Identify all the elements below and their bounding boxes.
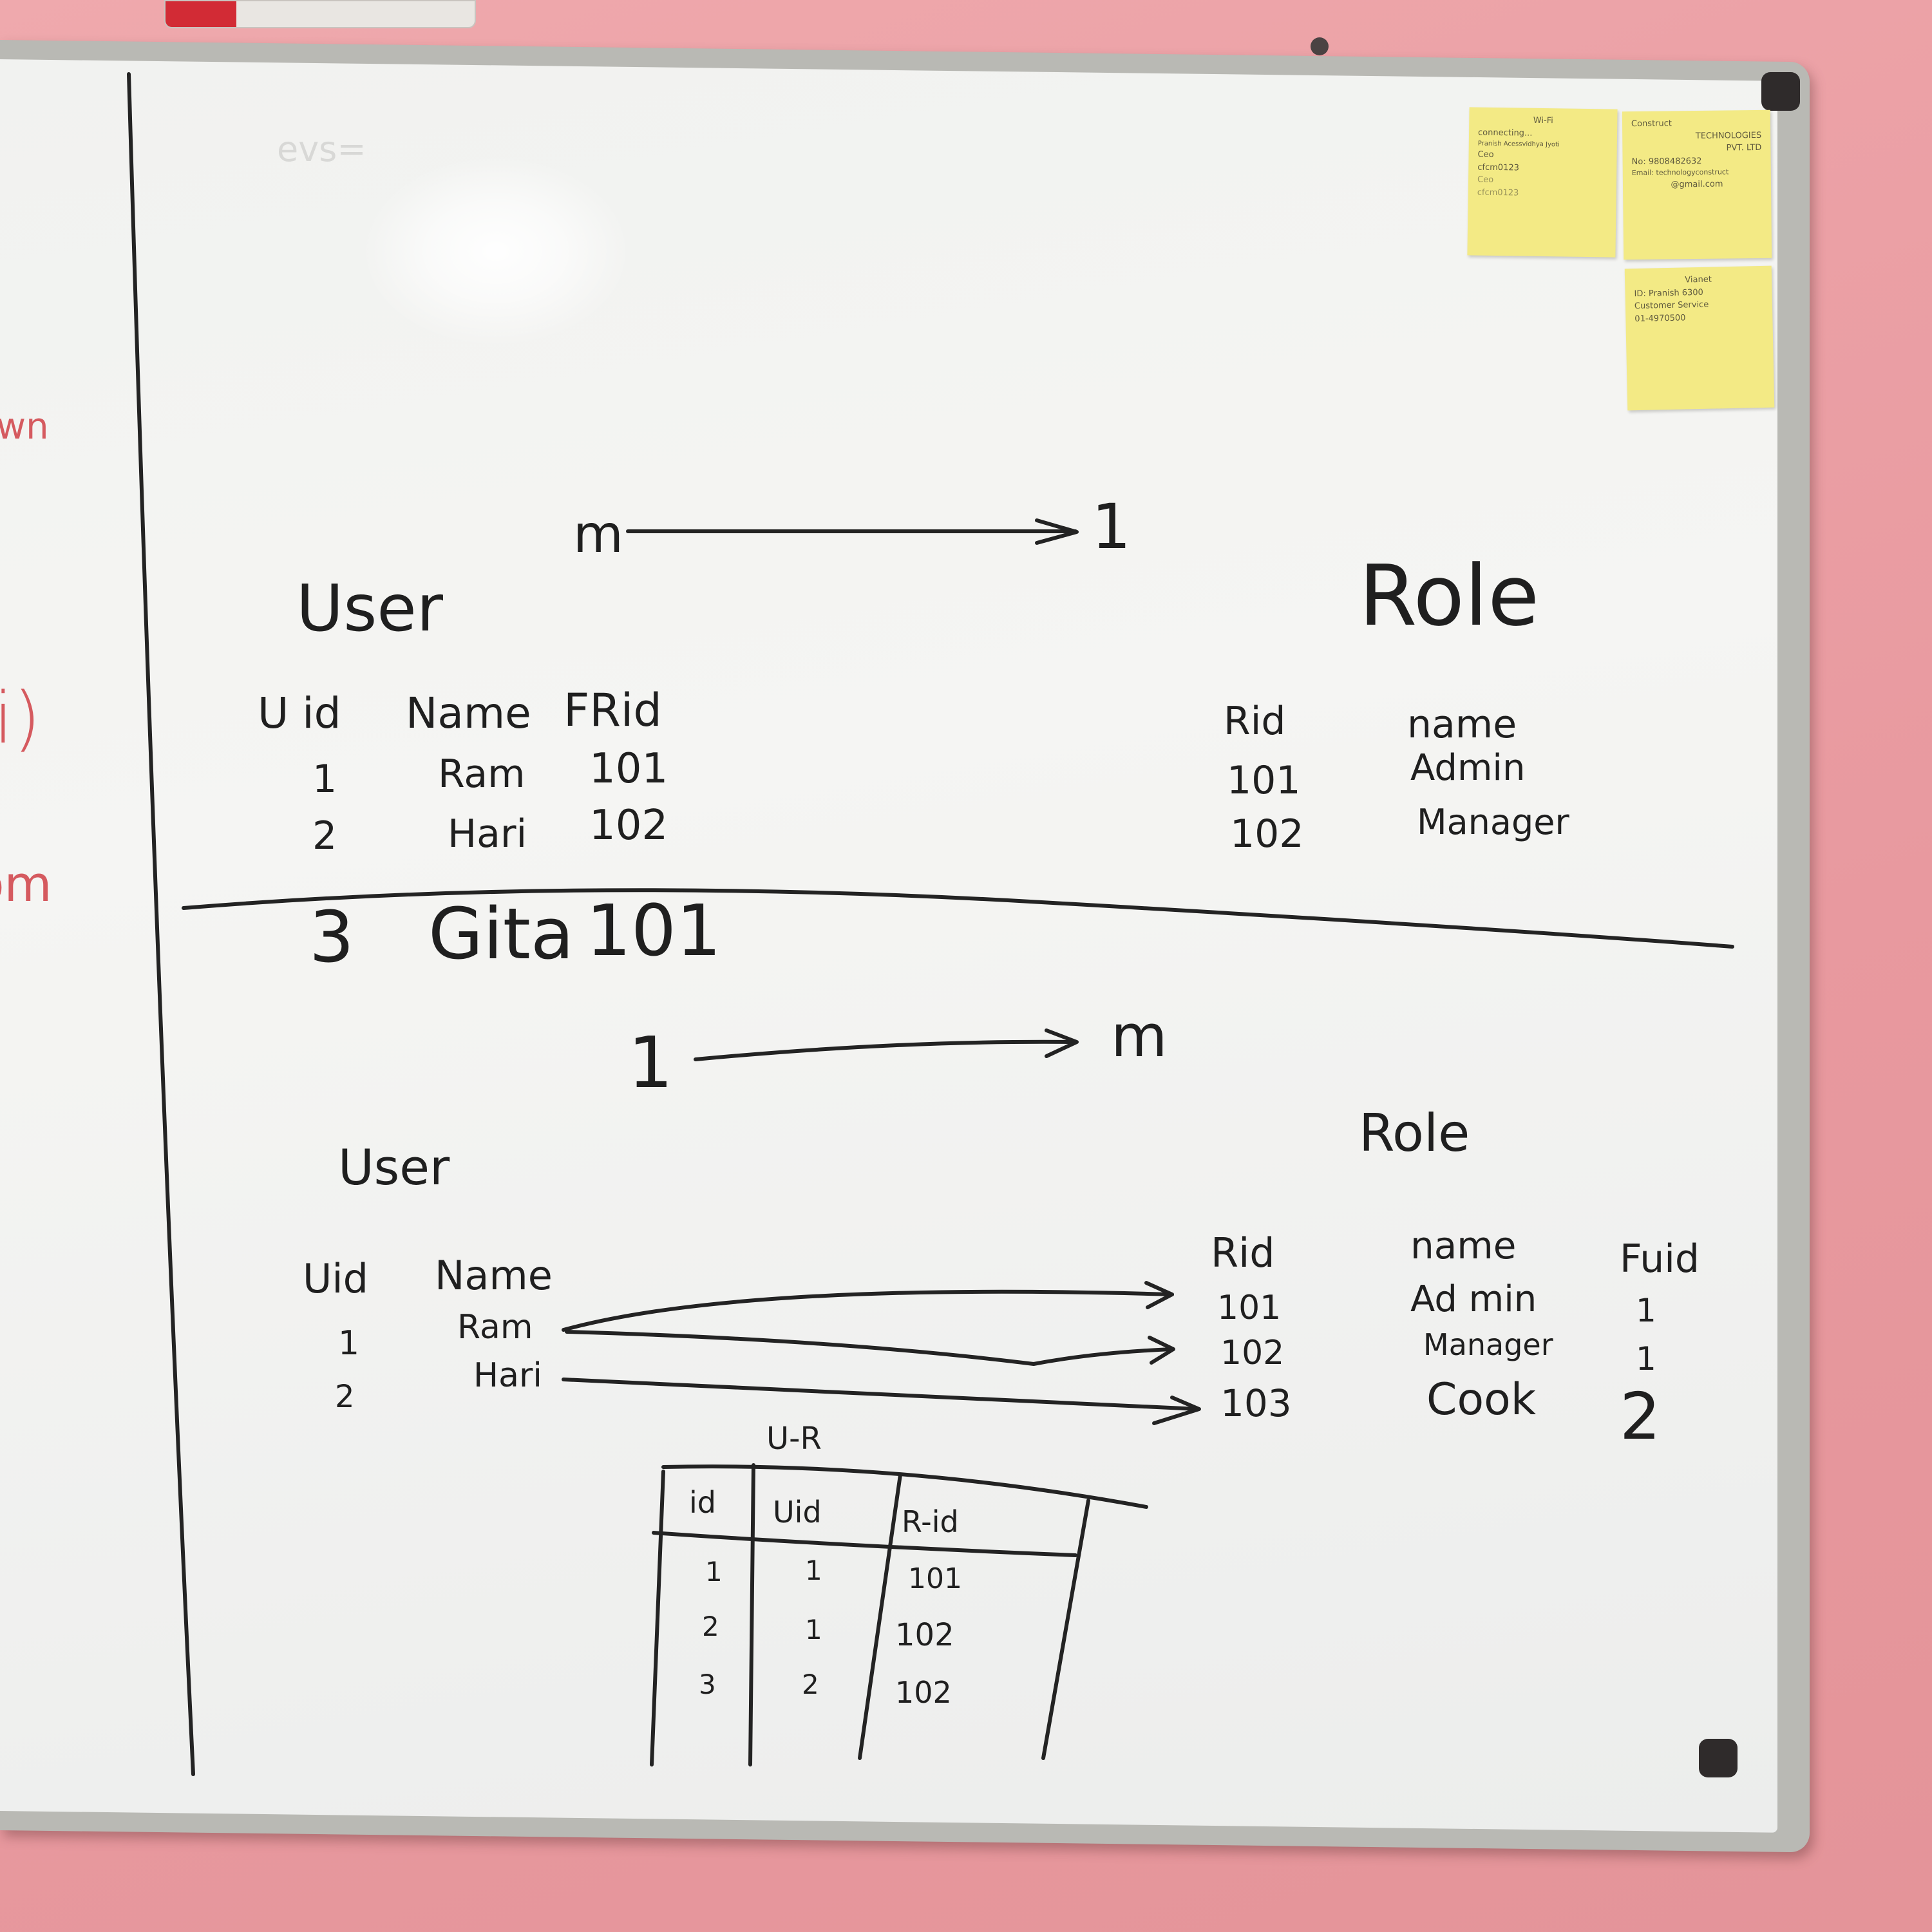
- bottom-user-cell: Ram: [457, 1308, 533, 1347]
- map-arrowhead: [1152, 1396, 1201, 1425]
- top-user-cell: Hari: [448, 811, 527, 857]
- junction-cell: 2: [802, 1669, 819, 1700]
- bottom-role-cell: Cook: [1426, 1374, 1537, 1425]
- top-role-title: Role: [1359, 547, 1540, 645]
- frame-corner-bottom-right: [1699, 1739, 1738, 1777]
- junction-cell: 1: [805, 1614, 822, 1645]
- top-user-cell: Gita: [428, 893, 574, 975]
- junction-cell: 2: [702, 1611, 719, 1642]
- bottom-user-cell: 1: [338, 1324, 360, 1363]
- top-user-cell: 3: [309, 896, 354, 978]
- junction-col-line: [748, 1463, 755, 1766]
- top-role-header: Rid: [1224, 699, 1286, 744]
- top-role-cell: 101: [1227, 758, 1301, 803]
- top-user-header: FRid: [564, 684, 662, 737]
- top-cardinality-many: m: [573, 504, 623, 564]
- bottom-role-cell: Manager: [1423, 1327, 1553, 1362]
- bottom-role-cell: 102: [1220, 1334, 1285, 1372]
- top-role-header: name: [1407, 702, 1517, 747]
- bottom-role-header: name: [1410, 1224, 1517, 1267]
- map-arrowhead: [1148, 1336, 1175, 1365]
- top-cardinality-one: 1: [1092, 491, 1132, 563]
- top-user-header: U id: [258, 688, 341, 738]
- whiteboard-marker: [164, 0, 476, 28]
- bottom-role-header: Fuid: [1620, 1236, 1700, 1282]
- bottom-user-cell: 2: [335, 1379, 355, 1415]
- top-role-cell: Admin: [1410, 747, 1526, 789]
- bottom-user-title: User: [338, 1139, 450, 1196]
- junction-top-line: [661, 1464, 1148, 1509]
- junction-cell: 1: [705, 1556, 723, 1587]
- top-user-header: Name: [406, 688, 531, 738]
- junction-header-line: [652, 1531, 1077, 1557]
- top-user-cell: 2: [312, 813, 337, 858]
- red-fragment-om: om: [0, 855, 52, 913]
- map-arrow-hari-103: [562, 1378, 1200, 1411]
- junction-cell: 102: [895, 1675, 952, 1710]
- top-user-cell: 101: [589, 745, 668, 793]
- top-user-title: User: [296, 571, 443, 646]
- marker-cap: [166, 1, 236, 27]
- faded-erased-text: evs=: [277, 129, 366, 169]
- junction-header: Uid: [773, 1495, 822, 1530]
- horizontal-divider-line: [182, 888, 1734, 949]
- junction-cell: 102: [895, 1617, 954, 1653]
- junction-col-line: [1041, 1499, 1090, 1760]
- bottom-role-cell: 1: [1636, 1292, 1656, 1329]
- bottom-relation-arrow: [694, 1039, 1077, 1061]
- junction-col-line: [858, 1473, 902, 1760]
- bottom-cardinality-many: m: [1111, 1003, 1168, 1070]
- junction-cell: 1: [805, 1555, 822, 1586]
- red-fragment-paren: i): [0, 677, 41, 759]
- junction-title: U-R: [766, 1421, 822, 1457]
- bottom-arrow-head: [1045, 1028, 1079, 1058]
- top-user-cell: 102: [589, 802, 668, 849]
- map-arrowhead: [1144, 1281, 1174, 1309]
- bottom-role-cell: 2: [1620, 1379, 1661, 1454]
- vertical-divider-line: [127, 72, 195, 1776]
- bottom-role-cell: Ad min: [1410, 1278, 1537, 1320]
- top-user-cell: 1: [312, 757, 337, 802]
- bottom-cardinality-one: 1: [628, 1021, 673, 1104]
- top-user-cell: Ram: [438, 752, 526, 797]
- junction-header: id: [689, 1485, 716, 1520]
- map-arrow-ram-102: [565, 1330, 1174, 1366]
- junction-col-line: [650, 1470, 665, 1766]
- bottom-role-header: Rid: [1211, 1229, 1275, 1276]
- top-arrow-head: [1035, 518, 1079, 545]
- bottom-role-cell: 103: [1220, 1381, 1292, 1425]
- bottom-role-cell: 101: [1217, 1289, 1282, 1327]
- wall-pin: [1311, 37, 1329, 55]
- bottom-role-cell: 1: [1636, 1340, 1656, 1378]
- top-role-cell: Manager: [1417, 802, 1569, 842]
- frame-corner-top-right: [1761, 72, 1800, 111]
- bottom-role-title: Role: [1359, 1103, 1470, 1163]
- top-role-cell: 102: [1230, 811, 1304, 857]
- bottom-user-header: Uid: [303, 1255, 368, 1302]
- junction-cell: 101: [908, 1562, 962, 1595]
- junction-header: R-id: [902, 1504, 959, 1539]
- map-arrow-ram-101: [562, 1289, 1174, 1332]
- top-user-cell: 101: [586, 889, 721, 972]
- bottom-user-cell: Hari: [473, 1356, 542, 1395]
- red-fragment-own: own: [0, 406, 49, 448]
- light-glare: [361, 155, 631, 348]
- bottom-user-header: Name: [435, 1252, 553, 1299]
- junction-cell: 3: [699, 1669, 716, 1700]
